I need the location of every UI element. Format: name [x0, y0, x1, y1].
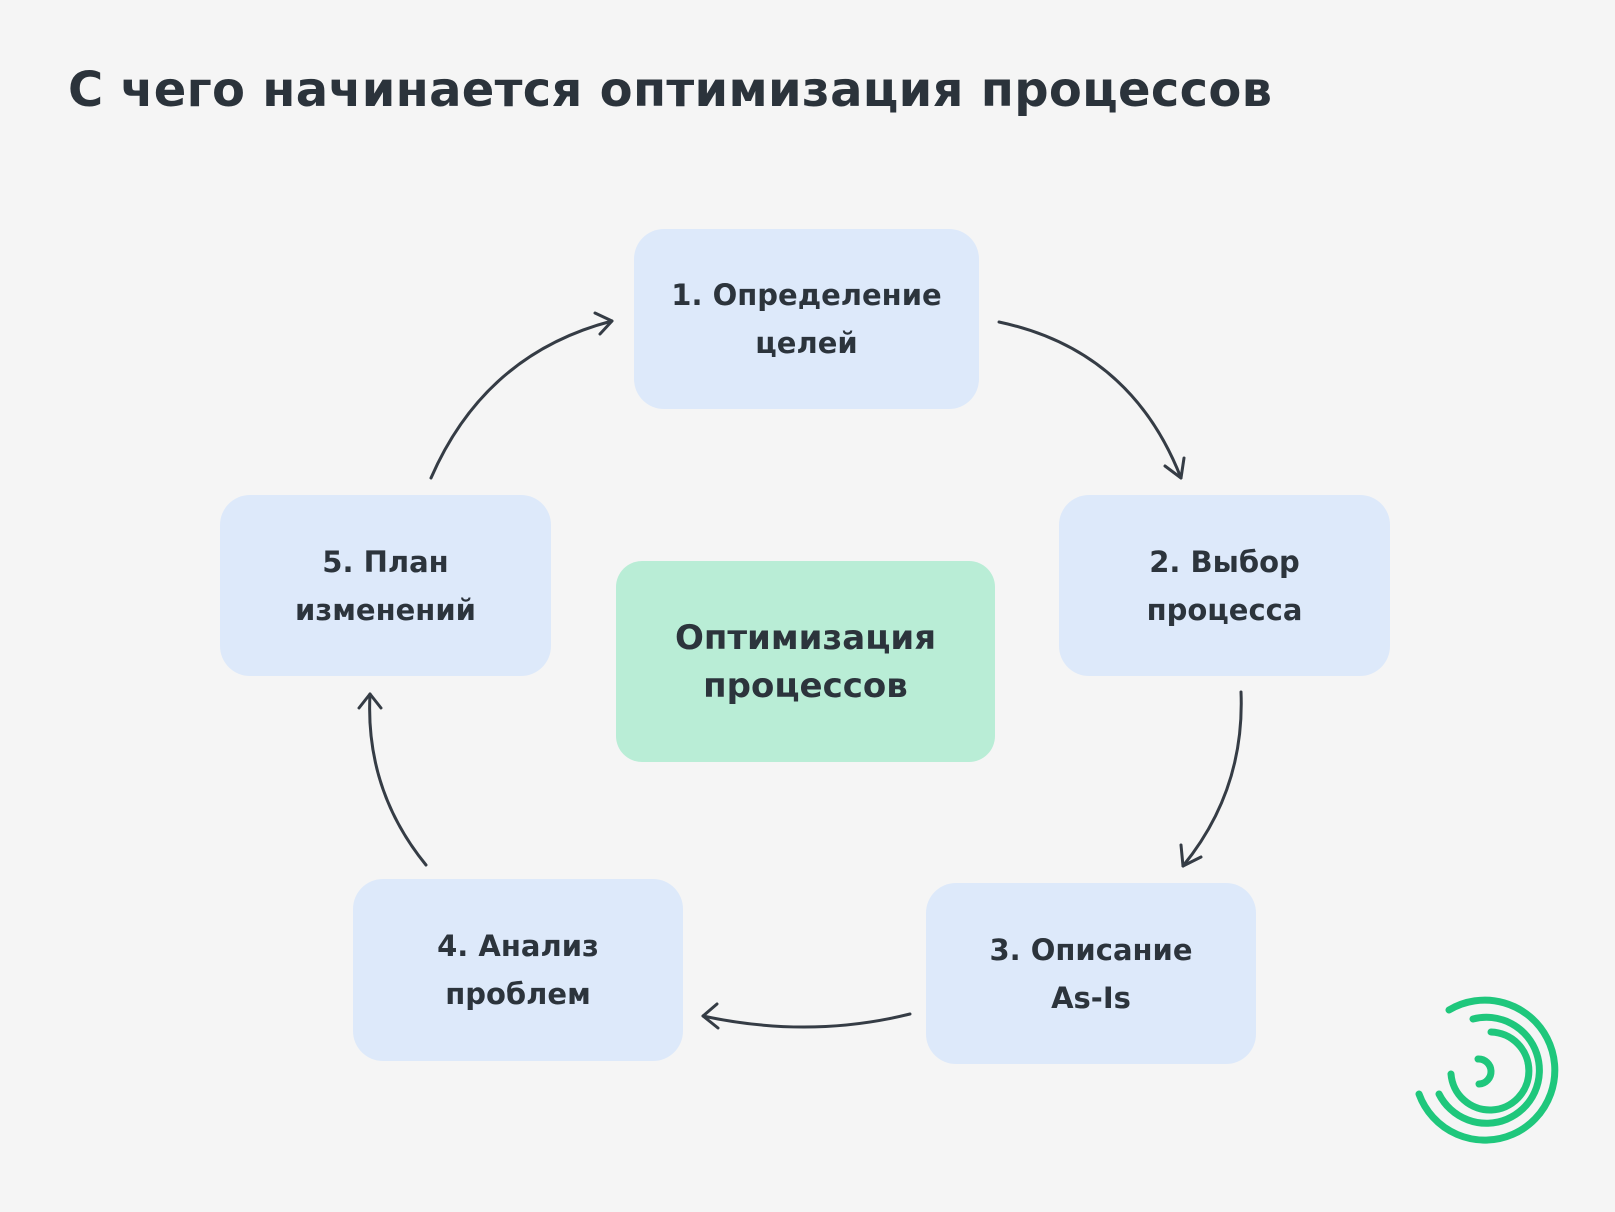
step-3-as-is-description: 3. Описание As-Is — [926, 883, 1256, 1064]
arrow-step1-to-step2 — [997, 320, 1186, 480]
circular-logo-icon — [1415, 996, 1559, 1144]
arrow-step2-to-step3 — [1179, 690, 1243, 868]
arrow-step3-to-step4 — [701, 1002, 912, 1030]
step-4-problem-analysis: 4. Анализ проблем — [353, 879, 683, 1061]
step-5-label: 5. План изменений — [295, 544, 476, 627]
arrow-step5-to-step1 — [429, 311, 614, 480]
step-4-label: 4. Анализ проблем — [437, 929, 599, 1011]
step-1-label: 1. Определение целей — [671, 278, 942, 360]
step-1-goals: 1. Определение целей — [634, 229, 979, 409]
page-title: С чего начинается оптимизация процессов — [68, 62, 1273, 118]
arrow-step4-to-step5 — [357, 692, 428, 867]
step-5-change-plan: 5. План изменений — [220, 495, 551, 676]
center-label: Оптимизация процессов — [674, 617, 937, 706]
step-2-process-selection: 2. Выбор процесса — [1059, 495, 1390, 676]
step-2-label: 2. Выбор процесса — [1146, 544, 1303, 627]
step-3-label: 3. Описание As-Is — [989, 932, 1193, 1015]
center-process-optimization: Оптимизация процессов — [616, 561, 995, 762]
